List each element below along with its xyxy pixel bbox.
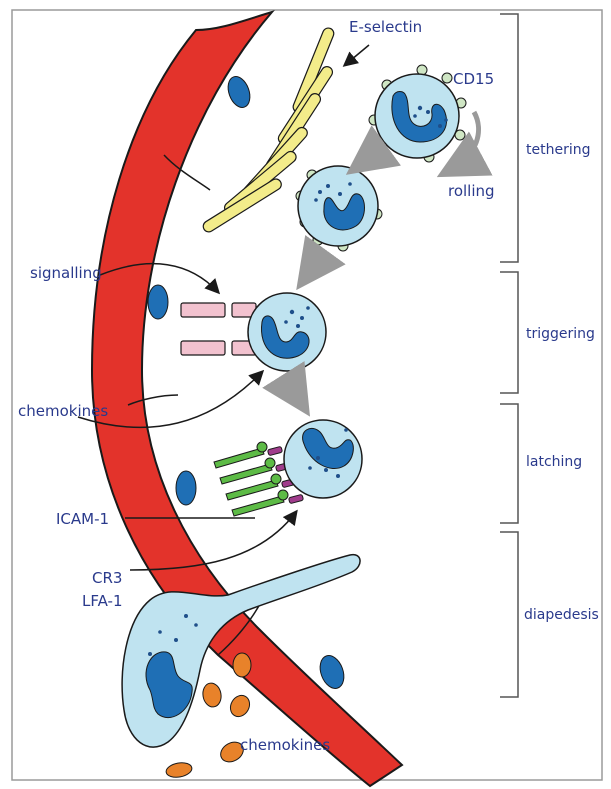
stage-label-latching: latching — [526, 454, 582, 470]
label-chemokines-bottom: chemokines — [240, 736, 330, 754]
label-rolling: rolling — [448, 182, 495, 200]
label-e-selectin: E-selectin — [349, 18, 422, 36]
leukocyte-triggering — [248, 293, 326, 371]
label-cr3: CR3 — [92, 569, 122, 587]
label-chemokines-top: chemokines — [18, 402, 108, 420]
label-lfa1: LFA-1 — [82, 592, 123, 610]
leukocyte-latching — [284, 420, 362, 498]
stage-label-triggering: triggering — [526, 326, 595, 342]
label-icam1: ICAM-1 — [56, 510, 109, 528]
stage-label-tethering: tethering — [526, 142, 590, 158]
label-cd15: CD15 — [453, 70, 494, 88]
stage-label-diapedesis: diapedesis — [524, 607, 599, 623]
label-signalling: signalling — [30, 264, 102, 282]
